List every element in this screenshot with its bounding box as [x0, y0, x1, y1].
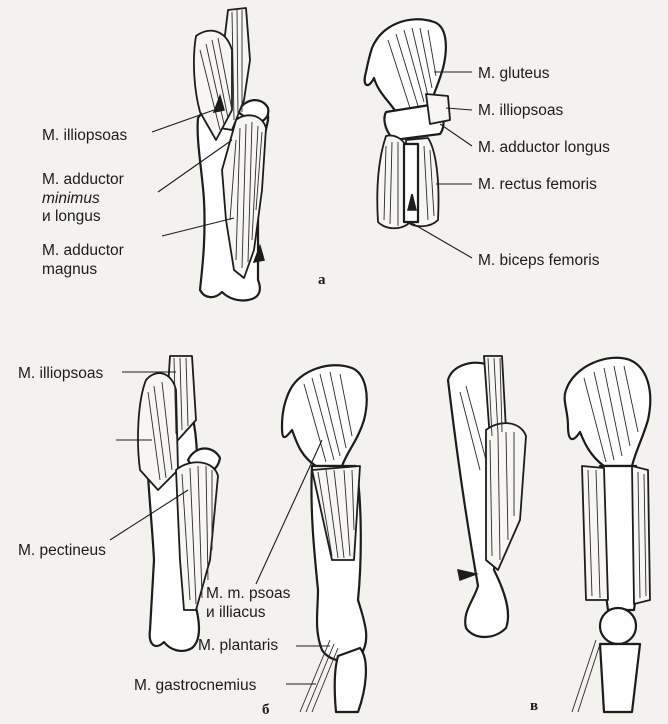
label-adductor-magnus-line1: M. adductor — [42, 242, 124, 259]
label-biceps-femoris: M. biceps femoris — [478, 252, 600, 269]
panel-c-left-figure — [446, 355, 527, 639]
label-gluteus: M. gluteus — [478, 65, 550, 82]
label-pectineus: M. pectineus — [18, 542, 106, 559]
label-plantaris: M. plantaris — [198, 637, 279, 654]
label-adductor-longus: M. adductor longus — [478, 139, 610, 156]
label-adductor-magnus-line2: magnus — [42, 261, 98, 278]
label-adductor-minimus-line3: и longus — [42, 208, 101, 225]
leader-lines — [109, 71, 473, 685]
label-psoas-line1: M. m. psoas — [206, 585, 291, 602]
adductor-muscle-c — [485, 422, 527, 571]
thigh-muscles — [376, 134, 409, 230]
label-psoas-line2: и illiacus — [206, 604, 266, 621]
label-gastrocnemius: M. gastrocnemius — [134, 677, 257, 694]
label-adductor-minimus-line2: minimus — [42, 190, 100, 207]
label-rectus-femoris: M. rectus femoris — [478, 176, 597, 193]
panel-letter-c: в — [530, 698, 539, 714]
panel-c-right-figure — [563, 356, 652, 714]
panel-b-right-figure — [280, 364, 368, 714]
panel-letter-a: а — [318, 272, 326, 288]
panel-a-left-figure — [193, 7, 270, 302]
label-illiopsoas-a: M. illiopsoas — [42, 127, 128, 144]
pectineus-muscle — [175, 461, 219, 611]
panel-b-left-figure — [137, 355, 222, 652]
panel-a-right-figure — [363, 18, 451, 230]
panel-letter-b: б — [262, 702, 270, 718]
label-adductor-minimus-line1: M. adductor — [42, 171, 124, 188]
label-illiopsoas-a-right: M. illiopsoas — [478, 102, 564, 119]
label-illiopsoas-b: M. illiopsoas — [18, 365, 104, 382]
